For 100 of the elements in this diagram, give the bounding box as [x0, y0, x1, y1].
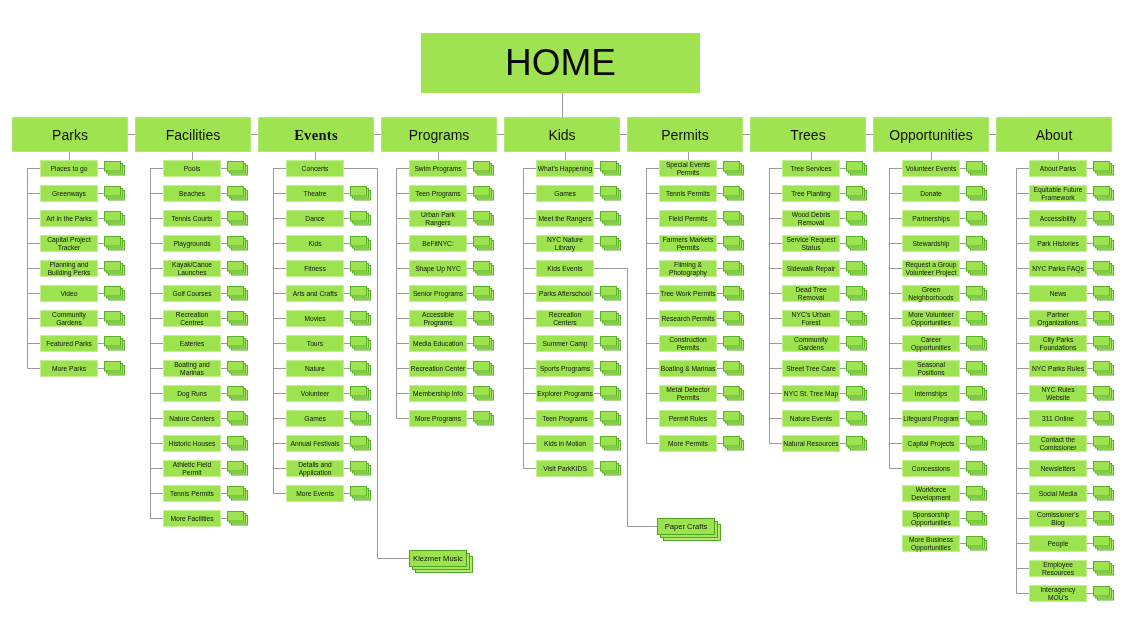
page-box: [286, 485, 344, 502]
document-stack-icon: [104, 336, 125, 351]
connector-line: [1086, 393, 1094, 394]
connector-line: [716, 418, 724, 419]
document-stack-icon: [1093, 411, 1114, 426]
page-box: [536, 160, 594, 177]
connector-line: [315, 151, 316, 161]
page-box: [286, 410, 344, 427]
page-box: [1029, 510, 1087, 527]
connector-line: [959, 543, 967, 544]
document-stack-icon: [846, 436, 867, 451]
connector-line: [466, 368, 474, 369]
page-box: [409, 385, 467, 402]
page-box: [40, 335, 98, 352]
page-box: [286, 435, 344, 452]
page-box: [1029, 160, 1087, 177]
connector-line: [438, 151, 439, 161]
stacked-page-box: [657, 518, 721, 541]
connector-line: [839, 318, 847, 319]
connector-line: [593, 393, 601, 394]
document-stack-icon: [227, 261, 248, 276]
page-box: [902, 310, 960, 327]
connector-line: [593, 168, 601, 169]
connector-line: [593, 368, 601, 369]
page-box: [1029, 410, 1087, 427]
document-stack-icon: [600, 461, 621, 476]
page-box: [536, 285, 594, 302]
document-stack-icon: [350, 486, 371, 501]
connector-line: [343, 493, 351, 494]
connector-line: [220, 443, 228, 444]
page-box: [286, 385, 344, 402]
page-box: [1029, 285, 1087, 302]
connector-line: [127, 134, 136, 135]
page-box: [163, 285, 221, 302]
document-stack-icon: [350, 361, 371, 376]
document-stack-icon: [600, 411, 621, 426]
page-box: [536, 260, 594, 277]
connector-line: [1086, 368, 1094, 369]
document-stack-icon: [723, 161, 744, 176]
document-stack-icon: [1093, 561, 1114, 576]
connector-line: [959, 343, 967, 344]
connector-line: [593, 443, 601, 444]
page-box: [40, 310, 98, 327]
page-box: [40, 160, 98, 177]
document-stack-icon: [1093, 311, 1114, 326]
page-box: [409, 285, 467, 302]
page-box: [163, 510, 221, 527]
page-box: [902, 460, 960, 477]
connector-line: [1086, 543, 1094, 544]
page-box: [163, 360, 221, 377]
connector-line: [959, 218, 967, 219]
connector-line: [1086, 468, 1094, 469]
document-stack-icon: [473, 411, 494, 426]
page-box: [536, 310, 594, 327]
page-box: [659, 210, 717, 227]
document-stack-icon: [846, 411, 867, 426]
connector-line: [562, 92, 563, 118]
connector-line: [220, 393, 228, 394]
connector-line: [250, 134, 259, 135]
page-box: [782, 310, 840, 327]
document-stack-icon: [846, 211, 867, 226]
connector-line: [97, 193, 105, 194]
document-stack-icon: [966, 461, 987, 476]
document-stack-icon: [104, 211, 125, 226]
document-stack-icon: [1093, 511, 1114, 526]
connector-line: [742, 134, 751, 135]
connector-line: [220, 418, 228, 419]
page-box: [782, 160, 840, 177]
connector-line: [220, 518, 228, 519]
page-box: [163, 460, 221, 477]
document-stack-icon: [846, 236, 867, 251]
connector-line: [343, 468, 351, 469]
page-box: [40, 235, 98, 252]
page-box: [40, 185, 98, 202]
page-box: [163, 385, 221, 402]
document-stack-icon: [966, 411, 987, 426]
page-box: [286, 210, 344, 227]
connector-line: [466, 343, 474, 344]
page-box: [286, 235, 344, 252]
document-stack-icon: [846, 386, 867, 401]
connector-line: [839, 393, 847, 394]
page-box: [659, 285, 717, 302]
connector-line: [343, 343, 351, 344]
connector-line: [1086, 293, 1094, 294]
section-label: Events: [294, 126, 338, 143]
connector-line: [593, 418, 601, 419]
page-box: [409, 185, 467, 202]
connector-line: [959, 368, 967, 369]
document-stack-icon: [600, 386, 621, 401]
document-stack-icon: [104, 261, 125, 276]
connector-line: [466, 393, 474, 394]
connector-line: [1058, 151, 1059, 161]
page-box: [902, 235, 960, 252]
connector-line: [959, 493, 967, 494]
connector-line: [343, 243, 351, 244]
document-stack-icon: [846, 286, 867, 301]
page-box: [1029, 335, 1087, 352]
connector-line: [593, 193, 601, 194]
document-stack-icon: [1093, 261, 1114, 276]
connector-line: [220, 493, 228, 494]
